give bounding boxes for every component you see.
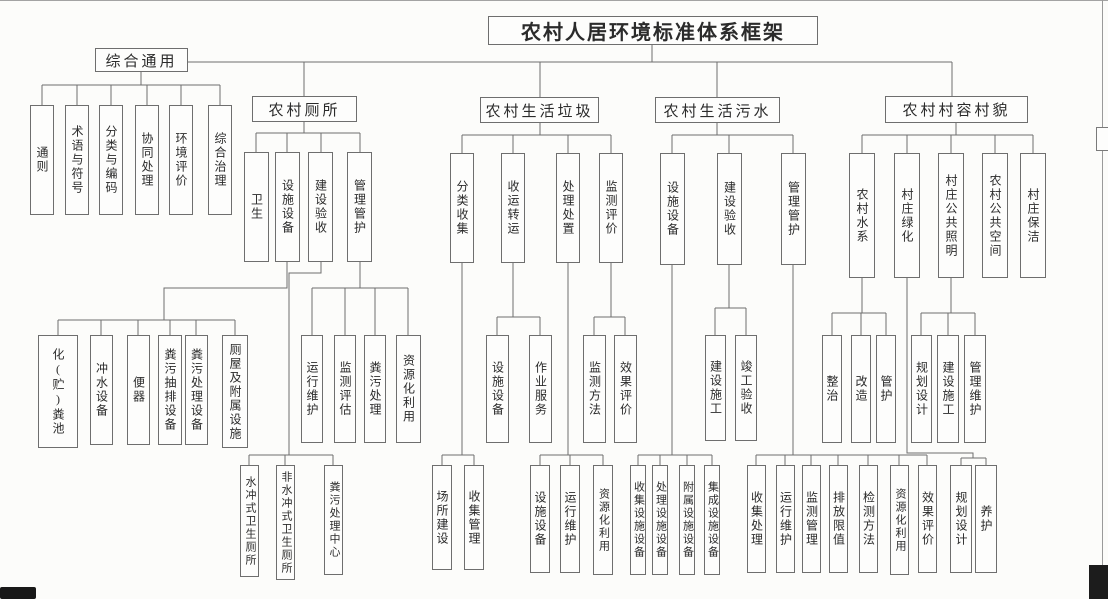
node-zhili: 综合治理 <box>208 105 232 215</box>
node-fenzhongxin: 粪污处理中心 <box>324 465 343 575</box>
node-ss-fushu: 附属设施设备 <box>679 465 695 575</box>
node-sjgl: 收集管理 <box>464 465 484 570</box>
node-yunxing: 运行维护 <box>301 335 323 443</box>
node-ss-shouji: 收集设施设备 <box>630 465 646 575</box>
node-kongjian: 农村公共空间 <box>982 153 1008 278</box>
node-ws-yx: 运行维护 <box>776 465 795 573</box>
node-feishuichong: 非水冲式卫生厕所 <box>276 465 295 580</box>
node-ws-jianshe: 建设验收 <box>717 153 742 265</box>
node-yanghu: 养护 <box>975 465 997 573</box>
node-zm-jssg: 建设施工 <box>937 335 959 443</box>
node-glwh: 管理维护 <box>964 335 986 443</box>
node-lj-ss: 设施设备 <box>486 335 509 443</box>
node-jcff: 监测方法 <box>583 335 606 443</box>
node-root: 农村人居环境标准体系框架 <box>488 16 818 45</box>
node-zyhly: 资源化利用 <box>396 335 421 443</box>
scan-artifact-corner-mark <box>1089 565 1108 599</box>
node-cs-guanli: 管理管护 <box>347 152 372 262</box>
node-shuichong: 水冲式卫生厕所 <box>240 465 259 577</box>
node-shuyu: 术语与符号 <box>65 105 89 215</box>
node-changsuo: 场所建设 <box>432 465 452 570</box>
node-lv-ghsj: 规划设计 <box>950 465 972 573</box>
node-guanhu: 管护 <box>876 335 896 443</box>
node-cs-jianshe: 建设验收 <box>308 152 333 262</box>
node-xgpj: 效果评价 <box>614 335 637 443</box>
node-zuoye: 作业服务 <box>529 335 552 443</box>
node-huanjing: 环境评价 <box>169 105 193 215</box>
node-weisheng: 卫生 <box>244 152 269 262</box>
node-lj-ss2: 设施设备 <box>530 465 550 573</box>
node-lj-shouyun: 收运转运 <box>501 153 525 263</box>
node-jianceff: 检测方法 <box>859 465 878 573</box>
node-ss-jicheng: 集成设施设备 <box>704 465 720 575</box>
node-lvhua: 村庄绿化 <box>894 153 920 278</box>
node-fenlei: 分类与编码 <box>99 105 123 215</box>
node-wushui: 农村生活污水 <box>655 97 780 123</box>
scan-artifact-right-edge <box>1102 0 1103 599</box>
node-lj-zyh: 资源化利用 <box>593 465 613 575</box>
node-paifang: 排放限值 <box>829 465 848 573</box>
node-jcpg: 监测评估 <box>334 335 356 443</box>
node-lj-fenlei: 分类收集 <box>450 153 474 263</box>
scan-artifact-corner-mark <box>0 587 36 599</box>
node-chongshui: 冲水设备 <box>90 335 113 445</box>
node-tongze: 通则 <box>30 105 54 215</box>
node-gaizao: 改造 <box>851 335 871 443</box>
node-baojie: 村庄保洁 <box>1020 153 1046 278</box>
node-sjcl: 收集处理 <box>747 465 766 573</box>
node-shuixi: 农村水系 <box>849 153 875 278</box>
node-lj-jiance: 监测评价 <box>599 153 623 263</box>
node-cewu: 厕屋及附属设施 <box>222 335 248 448</box>
node-huafen: 化(贮)粪池 <box>38 335 78 448</box>
node-js-sg: 建设施工 <box>705 335 726 441</box>
node-fenchuli: 粪污处理设备 <box>185 335 208 445</box>
node-xietong: 协同处理 <box>135 105 159 215</box>
node-zonghe: 综合通用 <box>95 48 188 72</box>
node-laji: 农村生活垃圾 <box>480 97 599 123</box>
node-ws-sheshi: 设施设备 <box>660 153 685 265</box>
node-lj-yx: 运行维护 <box>560 465 580 573</box>
node-zm-ghsj: 规划设计 <box>911 335 932 443</box>
scan-artifact-top-edge <box>0 0 1108 1</box>
node-cs-sheshi: 设施设备 <box>275 152 300 262</box>
scan-artifact-box-fragment <box>1096 127 1108 151</box>
node-zhaoming: 村庄公共照明 <box>938 153 964 278</box>
node-lj-chuli: 处理处置 <box>556 153 580 263</box>
node-cunmao: 农村村容村貌 <box>885 96 1028 123</box>
node-jcgl: 监测管理 <box>802 465 821 573</box>
node-ws-zyh: 资源化利用 <box>890 465 909 575</box>
node-fwcl: 粪污处理 <box>364 335 386 443</box>
node-choupai: 粪污抽排设备 <box>158 335 182 445</box>
node-bianqi: 便器 <box>127 335 150 445</box>
node-jungong: 竣工验收 <box>735 335 757 441</box>
node-zhengzhi: 整治 <box>822 335 842 443</box>
node-ws-guanli: 管理管护 <box>781 153 806 265</box>
node-cesuo: 农村厕所 <box>252 96 357 122</box>
node-ss-chuli: 处理设施设备 <box>652 465 668 575</box>
node-ws-xgpj: 效果评价 <box>918 465 937 573</box>
